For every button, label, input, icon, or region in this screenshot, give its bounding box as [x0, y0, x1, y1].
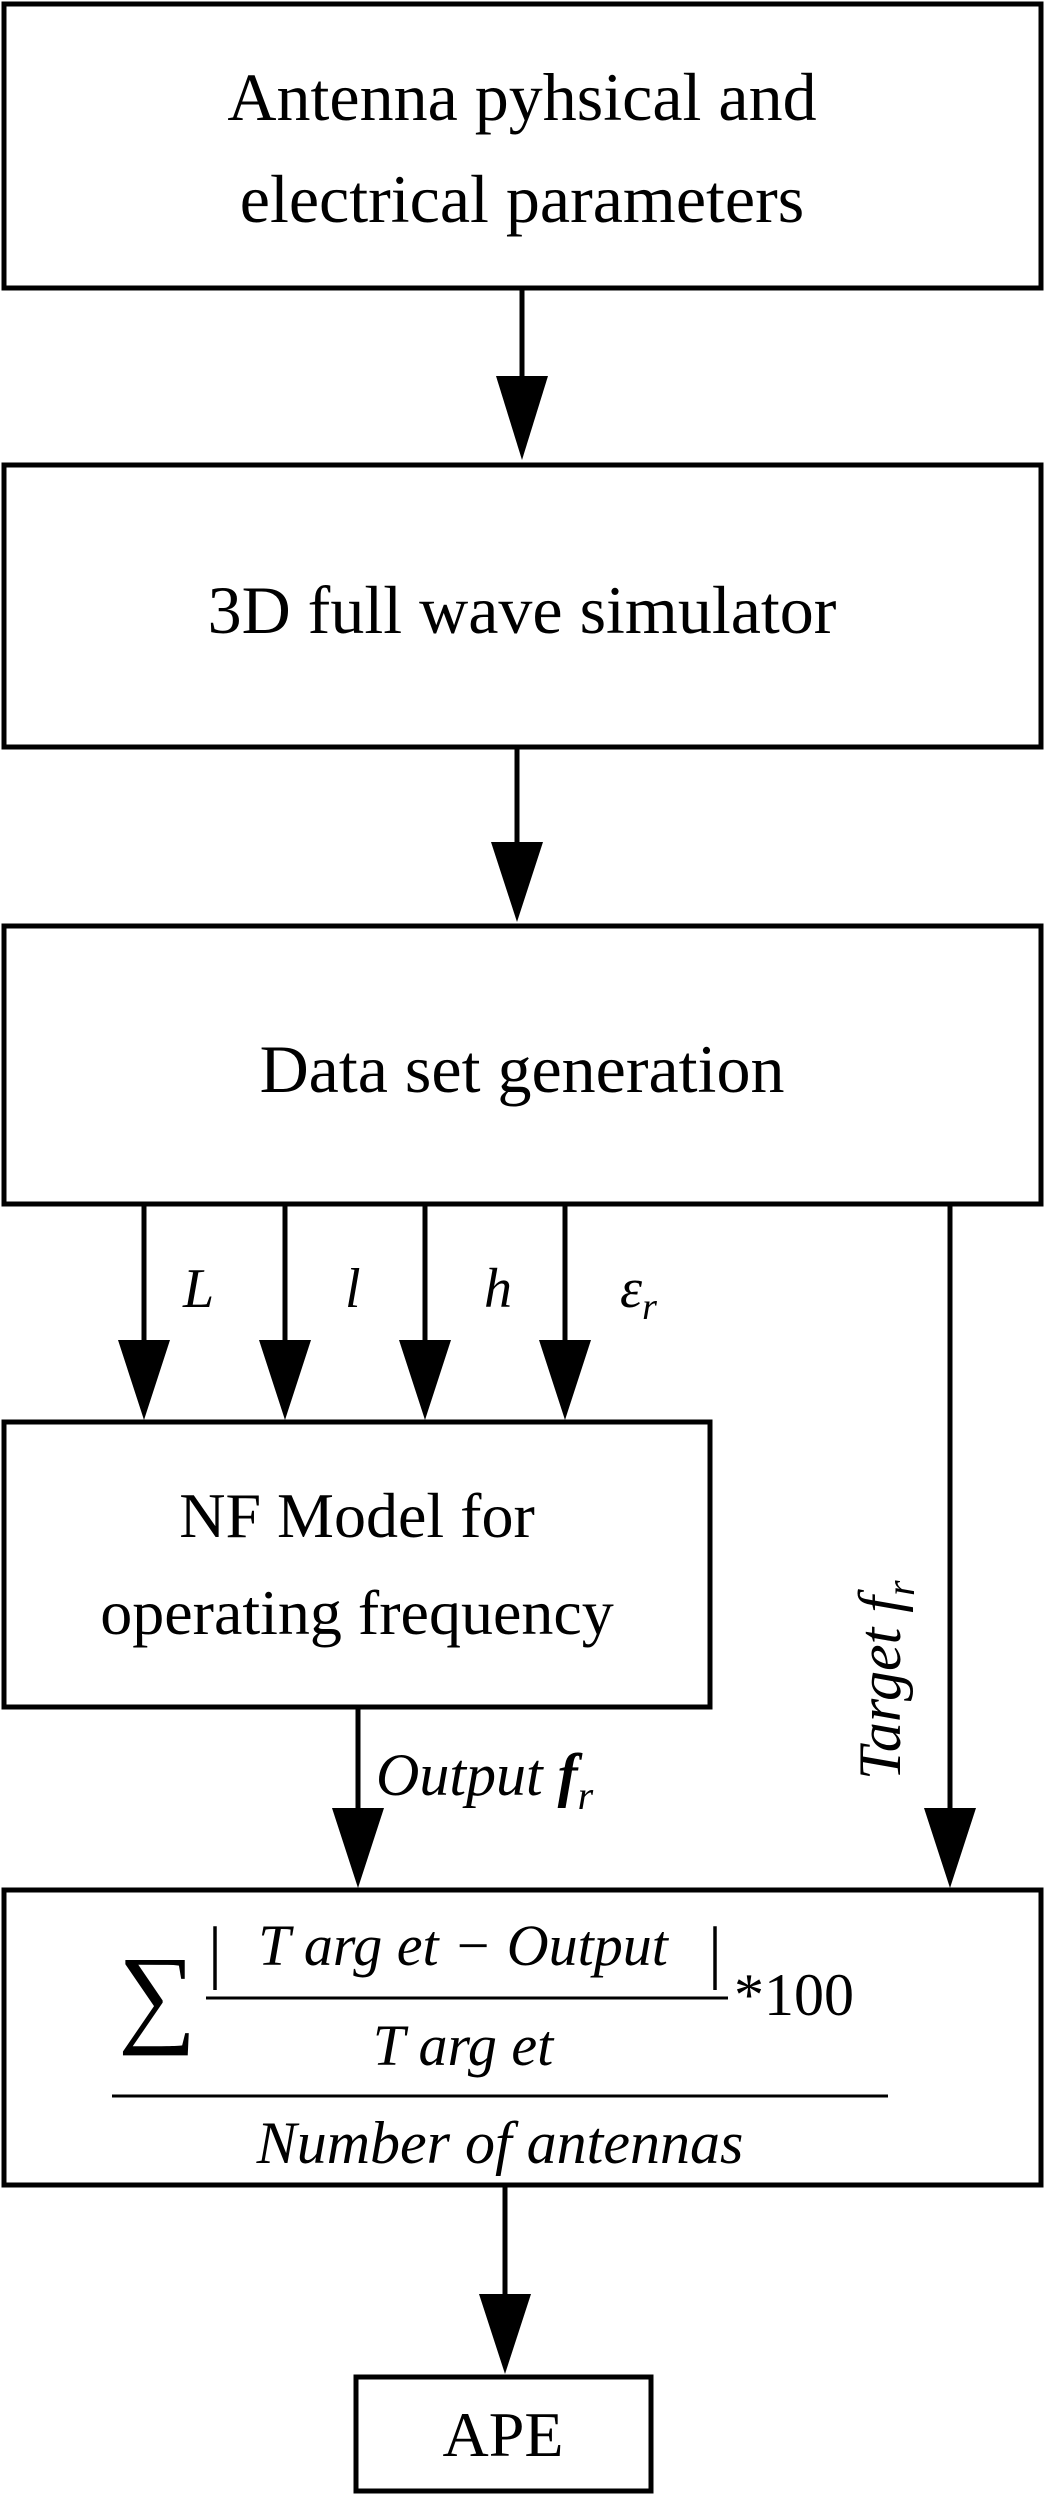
arrow-L [118, 1206, 170, 1420]
formula-sigma: ∑ [118, 1934, 196, 2056]
antenna-parameters-line2: electrical parameters [240, 161, 804, 237]
output-subscript: r [578, 1773, 594, 1818]
simulator-label: 3D full wave simulator [208, 572, 837, 648]
formula-abs-right: | [708, 1914, 722, 1991]
target-prefix: Target [847, 1613, 913, 1780]
dataset-label: Data set generation [260, 1031, 785, 1107]
epsilon-subscript: r [642, 1286, 657, 1328]
antenna-parameters-line1: Antenna pyhsical and [227, 59, 816, 135]
nf-model-line2: operating frequency [100, 1577, 614, 1648]
ape-label: APE [443, 2399, 564, 2470]
input-label-h: h [484, 1258, 512, 1320]
arrow-h [399, 1206, 451, 1420]
target-subscript: r [878, 1580, 923, 1596]
formula-multiplier: *100 [734, 1962, 854, 2028]
input-label-l: l [345, 1258, 361, 1320]
arrow-l [259, 1206, 311, 1420]
input-label-L: L [182, 1258, 214, 1320]
formula-denominator: T arg et [373, 2013, 555, 2078]
nf-model-line1: NF Model for [179, 1480, 535, 1551]
ape-box: APE [353, 2374, 654, 2494]
arrow-formula-to-ape [479, 2187, 531, 2374]
antenna-parameters-box: Antenna pyhsical and electrical paramete… [1, 1, 1044, 291]
arrow-output-fr [332, 1709, 384, 1888]
output-prefix: Output [376, 1742, 558, 1808]
nf-model-box: NF Model for operating frequency [1, 1419, 713, 1710]
arrow-simulator-to-dataset [491, 749, 543, 922]
dataset-box: Data set generation [1, 923, 1044, 1207]
arrow-epsilon [539, 1206, 591, 1420]
arrow-params-to-simulator [496, 290, 548, 460]
target-fr-label: Target fr [847, 1580, 923, 1780]
formula-abs-left: | [208, 1914, 222, 1991]
epsilon-symbol: ε [620, 1258, 643, 1320]
arrow-target-fr [924, 1206, 976, 1888]
formula-bottom: Number of antennas [256, 2110, 744, 2176]
formula-box: ∑ | T arg et − Output | T arg et *100 Nu… [1, 1887, 1044, 2188]
output-fr-label: Output fr [376, 1742, 594, 1818]
svg-text:Target fr: Target fr [847, 1580, 923, 1780]
input-label-epsilon: εr [620, 1258, 657, 1328]
simulator-box: 3D full wave simulator [1, 462, 1044, 750]
formula-numerator: T arg et − Output [258, 1913, 670, 1978]
